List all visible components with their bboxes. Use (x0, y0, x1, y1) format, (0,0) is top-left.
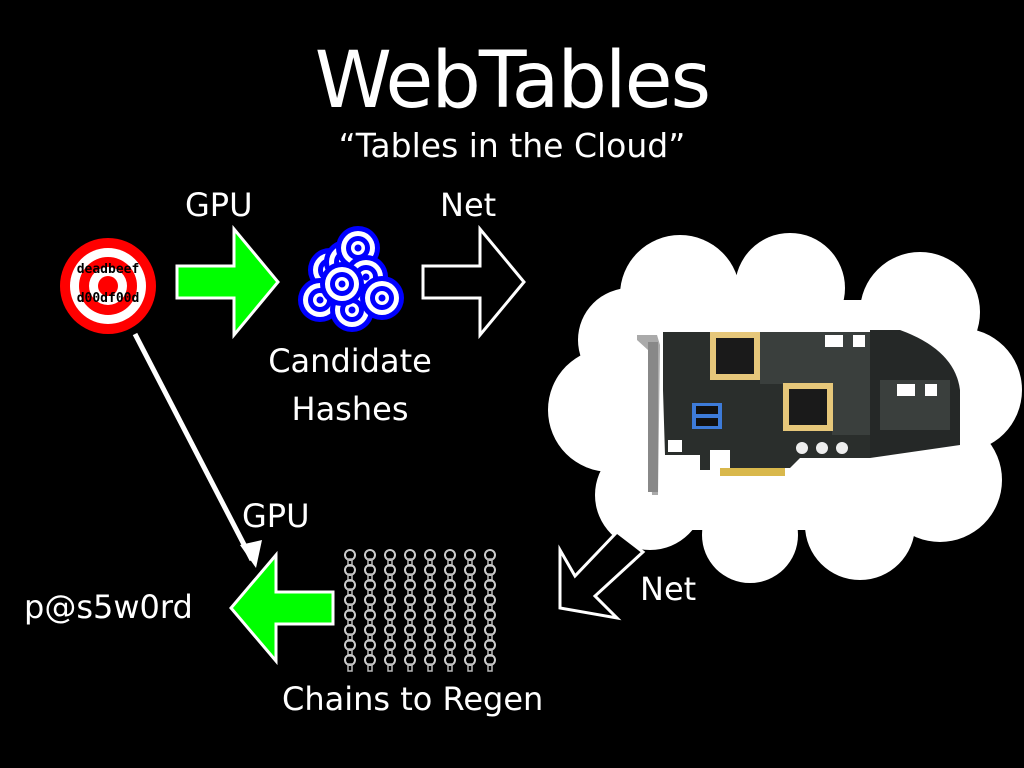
slide-subtitle: “Tables in the Cloud” (338, 126, 686, 165)
candidate-label-line2: Hashes (291, 390, 409, 428)
net-label-top: Net (440, 186, 497, 224)
chains-icon (344, 549, 496, 672)
slide-title: WebTables (314, 36, 711, 126)
candidate-label-line1: Candidate (268, 342, 432, 380)
hash-chain (424, 549, 436, 672)
gpu-arrow-left-icon (229, 550, 335, 666)
hash-chain (464, 549, 476, 672)
net-arrow-down-left-icon (558, 529, 646, 621)
net-arrow-right-icon (421, 224, 526, 340)
hash-chain (364, 549, 376, 672)
net-label-bottom: Net (640, 570, 697, 608)
password-result: p@s5w0rd (24, 588, 193, 626)
gpu-label-bottom: GPU (242, 497, 310, 535)
candidate-hash-target (360, 276, 404, 320)
hash-chain (484, 549, 496, 672)
chains-label: Chains to Regen (282, 680, 544, 718)
hash-text-line1: deadbeef (77, 262, 140, 277)
gpu-label-top: GPU (185, 186, 253, 224)
hash-chain (444, 549, 456, 672)
storage-card-image (637, 330, 960, 495)
hash-text-line2: d00df00d (77, 291, 140, 306)
target-icon: deadbeef d00df00d (60, 238, 156, 334)
candidate-hash-target (320, 262, 364, 306)
cloud-icon (548, 233, 1022, 583)
gpu-arrow-right-icon (175, 224, 280, 340)
hash-chain (404, 549, 416, 672)
hash-chain (344, 549, 356, 672)
candidate-hashes-icon (298, 226, 404, 332)
hash-chain (384, 549, 396, 672)
